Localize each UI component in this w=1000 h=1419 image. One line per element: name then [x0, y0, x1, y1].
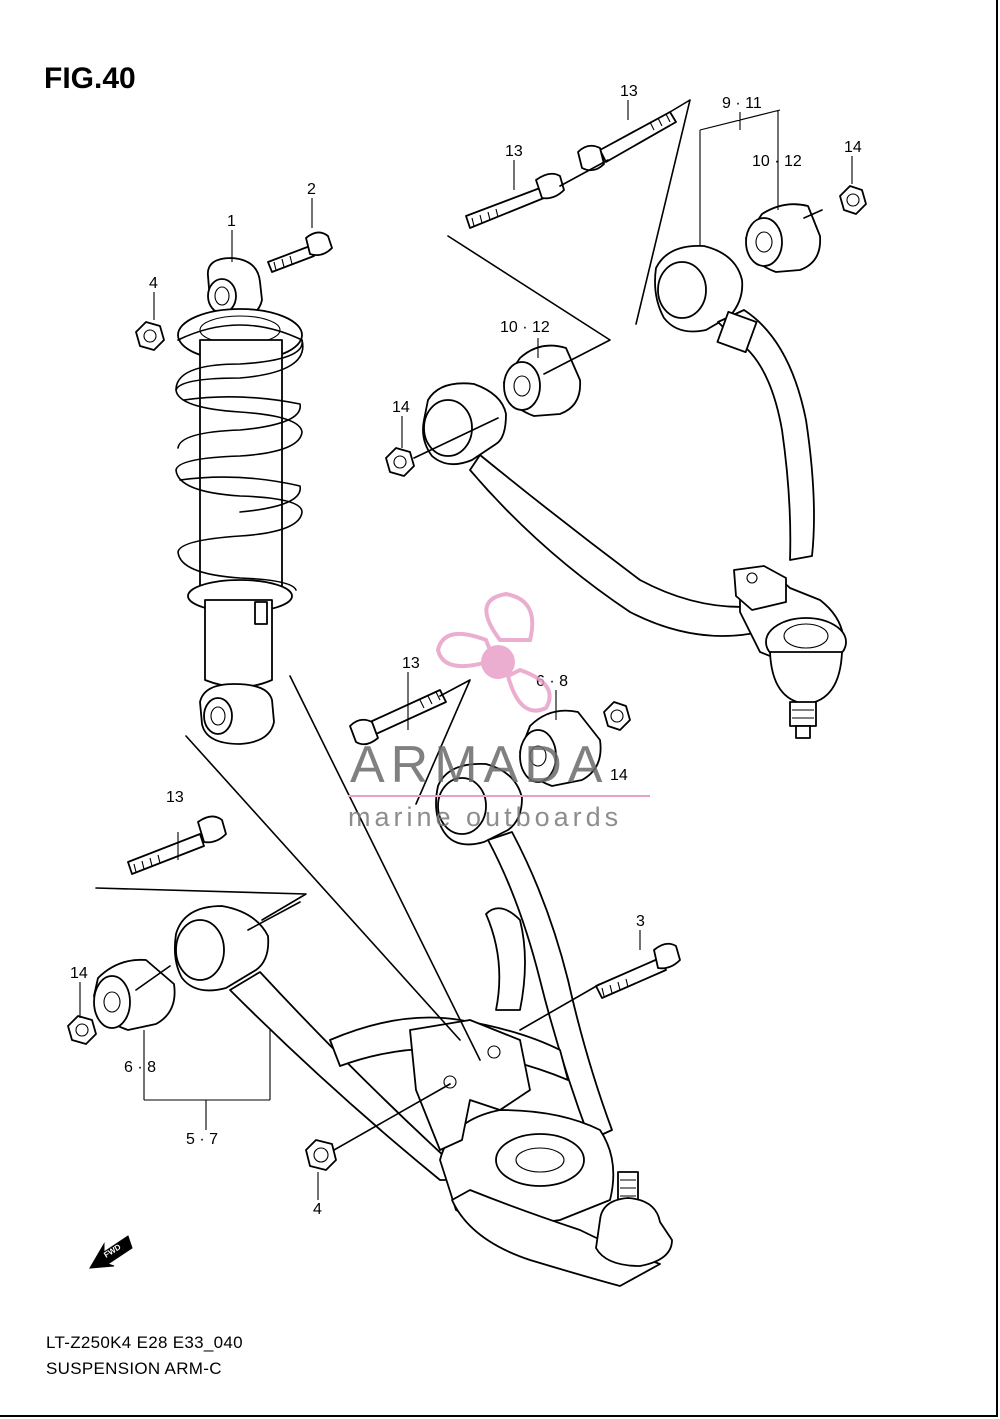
callout-13-b: 13	[505, 143, 523, 160]
upper-arm[interactable]	[422, 245, 847, 739]
figure-title: FIG.40	[44, 62, 136, 95]
callout-14-c: 14	[610, 767, 628, 784]
callout-13-c: 13	[402, 655, 420, 672]
callout-1: 1	[227, 213, 236, 230]
nut-14-upper-left[interactable]	[385, 447, 415, 477]
bolt-13-upper-left[interactable]	[465, 172, 565, 229]
watermark-brand: ARMADA	[350, 736, 608, 794]
watermark-tagline: marine outboards	[348, 802, 622, 832]
callout-13-a: 13	[620, 83, 638, 100]
bush-10-12-front[interactable]	[503, 344, 582, 417]
bush-10-12-rear[interactable]	[745, 203, 822, 273]
nut-4-lower[interactable]	[305, 1139, 337, 1171]
callout-10-12-rear: 10 · 12	[752, 153, 802, 170]
callout-13-d: 13	[166, 789, 184, 806]
nut-14-lower-right[interactable]	[603, 701, 631, 731]
callout-6-8-left: 6 · 8	[124, 1059, 156, 1076]
nut-4-upper[interactable]	[135, 321, 165, 351]
callout-9-11: 9 · 11	[722, 95, 762, 112]
callout-14-a: 14	[844, 139, 862, 156]
shock-absorber[interactable]	[175, 257, 304, 745]
leader-lower-arm-bolts	[95, 675, 601, 1151]
callout-4-upper: 4	[149, 275, 158, 292]
armada-watermark: ARMADA marine outboards	[348, 591, 650, 832]
bolt-3[interactable]	[595, 942, 681, 999]
figure-caption: SUSPENSION ARM-C	[46, 1359, 222, 1378]
callout-14-d: 14	[70, 965, 88, 982]
callout-4-lower: 4	[313, 1201, 322, 1218]
propeller-logo-icon	[435, 591, 552, 713]
callout-3: 3	[636, 913, 645, 930]
bolt-13-lower-left[interactable]	[127, 815, 227, 875]
bolt-13-upper-right[interactable]	[577, 111, 677, 172]
callout-leaders	[79, 100, 853, 1200]
model-code: LT-Z250K4 E28 E33_040	[46, 1333, 243, 1352]
callout-2: 2	[307, 181, 316, 198]
fwd-arrow-badge: FWD	[89, 1235, 133, 1269]
nut-14-upper-right[interactable]	[839, 185, 867, 215]
bush-6-8-right[interactable]	[519, 709, 602, 787]
bolt-2[interactable]	[267, 231, 333, 273]
lower-arm[interactable]	[173, 763, 673, 1287]
callout-14-b: 14	[392, 399, 410, 416]
nut-14-lower-left[interactable]	[67, 1015, 97, 1045]
callout-labels: 1 2 4 13 13 9 · 11 10 · 12 14 10 · 12 14…	[70, 83, 862, 1218]
callout-10-12-front: 10 · 12	[500, 319, 550, 336]
callout-5-7: 5 · 7	[186, 1131, 218, 1148]
leader-upper-arm-bolts	[413, 99, 823, 459]
